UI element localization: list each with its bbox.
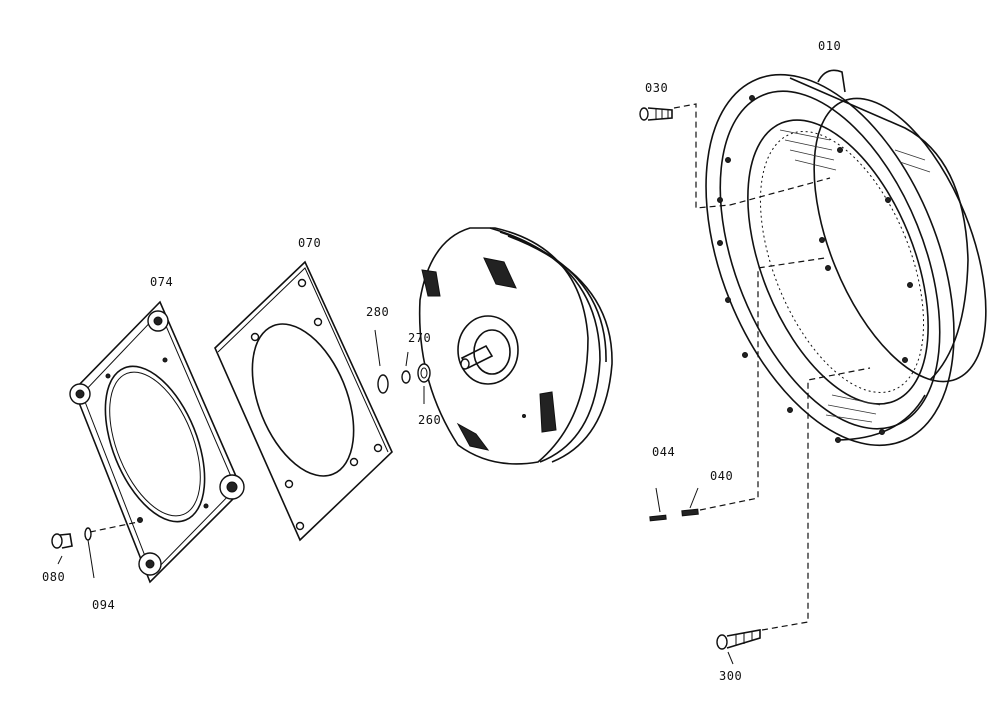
label-300: 300 <box>719 669 742 683</box>
cover-plate <box>418 227 613 465</box>
label-094: 094 <box>92 598 115 612</box>
gasket-070 <box>214 260 393 542</box>
pin-044-040 <box>649 257 826 522</box>
label-010: 010 <box>818 39 841 53</box>
label-270: 270 <box>408 331 431 345</box>
screw-080-washer-094 <box>51 521 139 579</box>
bolt-030 <box>639 103 831 209</box>
housing-010 <box>705 69 987 447</box>
label-074: 074 <box>150 275 173 289</box>
label-044: 044 <box>652 445 675 459</box>
seals <box>374 329 431 404</box>
label-070: 070 <box>298 236 321 250</box>
label-260: 260 <box>418 413 441 427</box>
label-030: 030 <box>645 81 668 95</box>
screw-300 <box>716 367 871 665</box>
plate-074 <box>69 300 245 584</box>
label-040: 040 <box>710 469 733 483</box>
label-280: 280 <box>366 305 389 319</box>
label-080: 080 <box>42 570 65 584</box>
part-labels: 010 030 044 040 300 070 074 080 094 280 … <box>42 39 841 683</box>
